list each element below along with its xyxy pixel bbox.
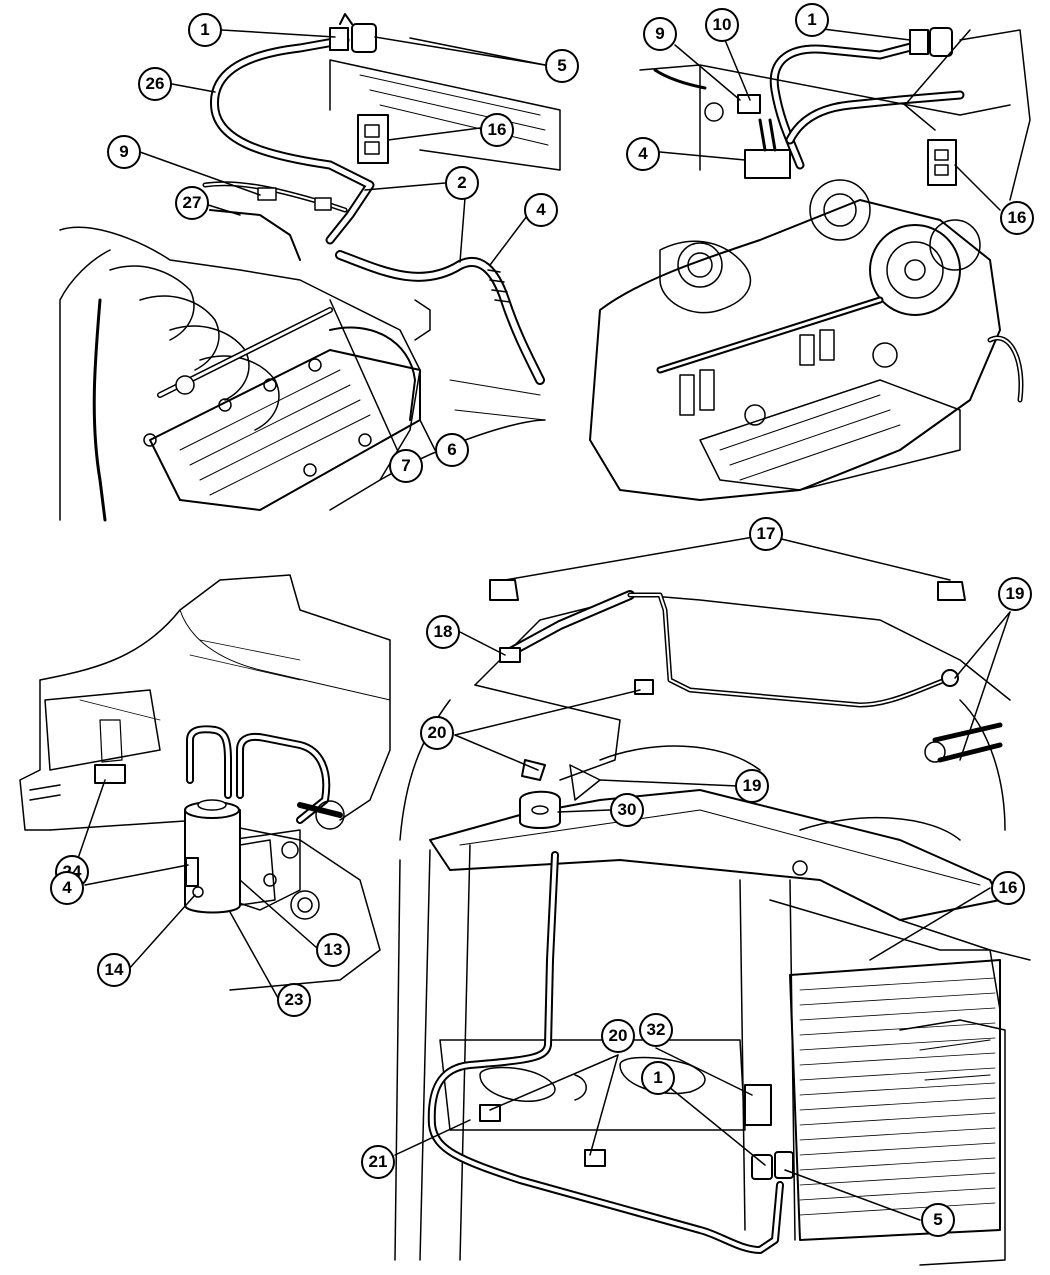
callout-27: 27 — [175, 186, 209, 220]
callout-32: 32 — [639, 1013, 673, 1047]
callout-16: 16 — [480, 113, 514, 147]
callout-16: 16 — [991, 871, 1025, 905]
callout-20: 20 — [601, 1019, 635, 1053]
callout-1: 1 — [641, 1061, 675, 1095]
callout-9: 9 — [107, 135, 141, 169]
view-top-left — [59, 13, 561, 522]
callout-19: 19 — [735, 769, 769, 803]
callout-4: 4 — [524, 193, 558, 227]
callout-9: 9 — [643, 17, 677, 51]
callout-5: 5 — [545, 49, 579, 83]
callout-19: 19 — [998, 577, 1032, 611]
callout-1: 1 — [188, 13, 222, 47]
callout-4: 4 — [50, 871, 84, 905]
view-top-right — [589, 27, 1031, 501]
callout-30: 30 — [610, 793, 644, 827]
leader-lines — [73, 27, 1011, 1221]
callout-2: 2 — [445, 166, 479, 200]
callout-23: 23 — [277, 983, 311, 1017]
callout-7: 7 — [389, 449, 423, 483]
view-bottom-left — [19, 574, 391, 991]
callout-21: 21 — [361, 1145, 395, 1179]
view-bottom-right — [394, 579, 1031, 1266]
callout-5: 5 — [921, 1203, 955, 1237]
callout-14: 14 — [97, 953, 131, 987]
callout-17: 17 — [749, 517, 783, 551]
callout-6: 6 — [435, 433, 469, 467]
callout-26: 26 — [138, 67, 172, 101]
callout-18: 18 — [426, 615, 460, 649]
callout-16: 16 — [1000, 201, 1034, 235]
callout-1: 1 — [795, 3, 829, 37]
callout-4: 4 — [626, 137, 660, 171]
callout-20: 20 — [420, 716, 454, 750]
callout-10: 10 — [705, 8, 739, 42]
bracket-16 — [357, 114, 389, 164]
callout-13: 13 — [316, 933, 350, 967]
